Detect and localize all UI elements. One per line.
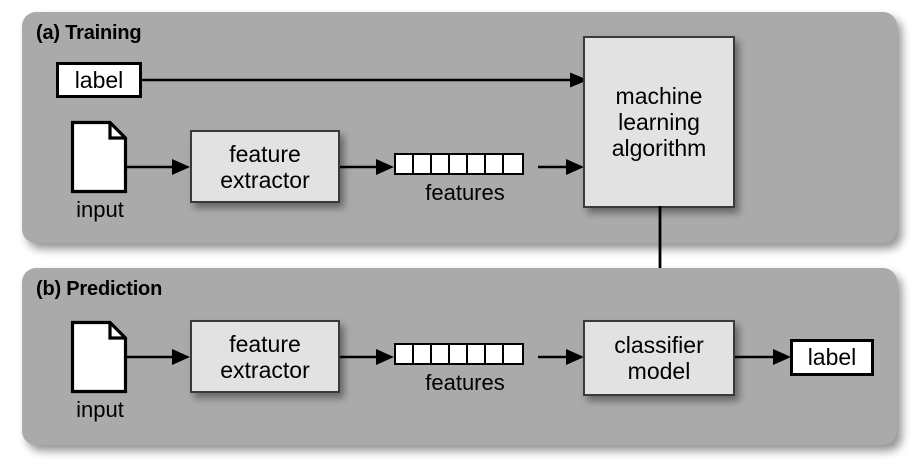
feature-cell: [432, 155, 450, 173]
feature-cell: [486, 155, 504, 173]
feature-cell: [468, 345, 486, 363]
training-label-box: label: [56, 62, 142, 98]
algorithm-line1: machine: [615, 83, 703, 110]
prediction-input-caption: input: [76, 397, 124, 422]
algorithm-line2: learning: [618, 109, 700, 135]
edge-label-to-algorithm: [142, 70, 588, 90]
edge-input-to-extractor-training: [126, 157, 190, 177]
prediction-label-box: label: [790, 339, 874, 376]
feature-cell: [486, 345, 504, 363]
classifier-line1: classifier: [614, 332, 704, 359]
training-input-document-icon: [70, 120, 128, 199]
edge-features-to-algorithm: [538, 157, 584, 177]
prediction-feature-extractor-box: feature extractor: [190, 320, 340, 393]
training-label-text: label: [74, 66, 124, 93]
feature-cell: [414, 155, 432, 173]
feature-cell: [504, 155, 522, 173]
edge-extractor-to-features-training: [340, 157, 394, 177]
feature-cell: [468, 155, 486, 173]
prediction-features-strip: [394, 343, 524, 365]
feature-cell: [432, 345, 450, 363]
training-features-strip: [394, 153, 524, 175]
edge-classifier-to-label: [735, 347, 791, 367]
feature-cell: [450, 155, 468, 173]
machine-learning-algorithm-box: machine learning algorithm: [583, 36, 735, 208]
edge-extractor-to-features-prediction: [340, 347, 394, 367]
prediction-label-text: label: [807, 344, 857, 370]
training-feature-extractor-box: feature extractor: [190, 130, 340, 203]
classifier-line2: model: [627, 358, 691, 384]
feature-cell: [450, 345, 468, 363]
feature-cell: [504, 345, 522, 363]
prediction-input-document-icon: [70, 320, 128, 399]
algorithm-line3: algorithm: [611, 134, 707, 161]
prediction-feature-extractor-line1: feature: [229, 330, 301, 357]
training-feature-extractor-line2: extractor: [220, 166, 310, 193]
feature-cell: [414, 345, 432, 363]
panel-training: (a) Training: [22, 12, 897, 243]
feature-cell: [396, 155, 414, 173]
feature-cell: [396, 345, 414, 363]
edge-input-to-extractor-prediction: [126, 347, 190, 367]
classifier-model-box: classifier model: [583, 320, 735, 396]
training-features-caption: features: [425, 180, 505, 205]
prediction-feature-extractor-line2: extractor: [220, 356, 310, 383]
panel-training-title: (a) Training: [36, 22, 142, 44]
prediction-features-caption: features: [425, 370, 505, 395]
training-input-caption: input: [76, 197, 124, 222]
panel-prediction-title: (b) Prediction: [36, 278, 163, 300]
edge-features-to-classifier: [538, 347, 584, 367]
training-feature-extractor-line1: feature: [229, 140, 301, 167]
